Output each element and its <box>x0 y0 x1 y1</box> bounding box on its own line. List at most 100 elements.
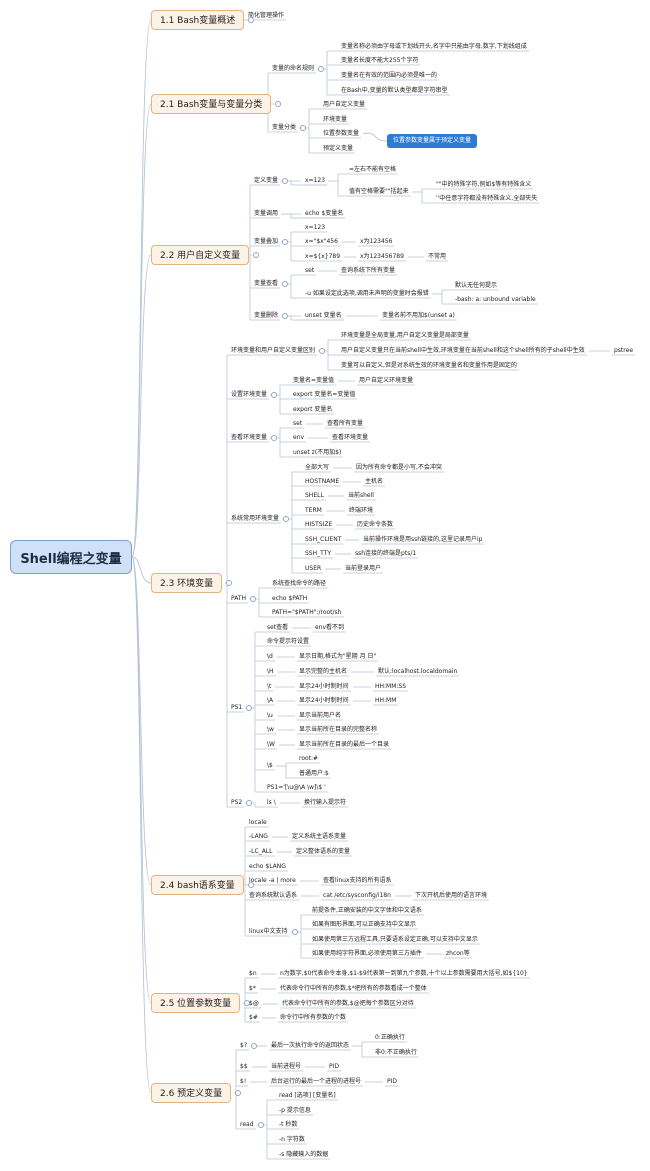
node-s3d2b[interactable]: -bash: a: unbound variable <box>455 296 536 303</box>
node-s4f[interactable]: PS1 <box>231 704 243 711</box>
node-s4f10[interactable]: PS1='[\u@\A \w]\$ ' <box>267 784 326 791</box>
node-s4d3a[interactable]: 终端环境 <box>349 507 374 514</box>
collapse-toggle-s4g[interactable] <box>246 800 252 806</box>
node-s4c[interactable]: 查看环境变量 <box>231 434 268 441</box>
node-s4d1[interactable]: HOSTNAME <box>305 478 340 485</box>
node-s7c[interactable]: $! <box>240 1078 247 1085</box>
collapse-toggle-s5g[interactable] <box>292 929 298 935</box>
node-s1a[interactable]: 简化管理操作 <box>248 12 285 19</box>
node-s4e[interactable]: PATH <box>231 595 247 602</box>
node-s7d[interactable]: read <box>240 1121 254 1128</box>
node-s4e2[interactable]: echo $PATH <box>272 595 308 602</box>
collapse-toggle-s3[interactable] <box>253 252 259 258</box>
node-s6aa[interactable]: n为数字,$0代表命令本身,$1-$9代表第一到第九个参数,十个以上参数需要用大… <box>280 970 528 977</box>
collapse-toggle-s4e[interactable] <box>250 596 256 602</box>
node-s4g1a[interactable]: 换行输入提示符 <box>304 799 347 806</box>
node-s5f[interactable]: 查询系统默认语系 <box>249 892 298 899</box>
node-s2b2[interactable]: 环境变量 <box>323 116 348 123</box>
collapse-toggle-s3d[interactable] <box>282 281 288 287</box>
node-s4f3b[interactable]: 默认:localhost.localdomain <box>378 668 458 675</box>
node-s4f0a[interactable]: env看不到 <box>315 624 345 631</box>
node-s4d6a[interactable]: ssh连接的终端是pts/1 <box>355 550 417 557</box>
node-s3a11[interactable]: =左右不能有空格 <box>349 166 397 173</box>
node-s3a12[interactable]: 值有空格需要""括起来 <box>349 188 409 195</box>
node-s6ca[interactable]: 代表命令行中所有的参数,$@把每个参数区分对待 <box>282 1000 414 1007</box>
node-s4e3[interactable]: PATH="$PATH":/root/sh <box>272 609 342 616</box>
node-s3d1a[interactable]: 查询系统下所有变量 <box>341 267 396 274</box>
node-s4a[interactable]: 环境变量和用户自定义变量区别 <box>231 347 316 354</box>
node-s6b[interactable]: $* <box>249 985 256 992</box>
node-s4f5a[interactable]: 显示24小时制时间 <box>299 697 349 704</box>
node-s4f7a[interactable]: 显示当前所在目录的完整名称 <box>299 726 378 733</box>
node-s3e1a[interactable]: 变量名前不用加$(unset a) <box>382 312 455 319</box>
node-s3e1[interactable]: unset 变量名 <box>305 312 342 319</box>
node-s2a2[interactable]: 变量名长度不能大255个字符 <box>341 57 419 64</box>
node-s2b3[interactable]: 位置参数变量 <box>323 130 360 137</box>
node-s3d2[interactable]: -u 如果设定此选项,调用未声明的变量时会报错 <box>305 290 429 297</box>
node-s6da[interactable]: 命令行中所有参数的个数 <box>280 1014 347 1021</box>
collapse-toggle-s3a[interactable] <box>282 178 288 184</box>
node-s3a[interactable]: 定义变量 <box>254 177 279 184</box>
node-s2a1[interactable]: 变量名称必须由字母或下划线开头,名字中只能由字母,数字,下划线组成 <box>341 43 527 50</box>
node-s4d2a[interactable]: 当前shell <box>348 492 374 499</box>
node-s3c3b[interactable]: 不常用 <box>428 253 447 260</box>
node-s3a1[interactable]: x=123 <box>305 177 326 184</box>
node-s4e1[interactable]: 系统查找命令的路径 <box>272 580 327 587</box>
node-s5ea[interactable]: 查看linux支持的所有语系 <box>323 877 392 884</box>
node-s4b1[interactable]: 变量名=变量值 <box>293 377 335 384</box>
node-s7ca[interactable]: 后台运行的最后一个进程的进程号 <box>271 1078 362 1085</box>
node-s4b1a[interactable]: 用户自定义环境变量 <box>359 377 414 384</box>
node-s4f0[interactable]: set查看 <box>267 624 289 631</box>
node-s7aa[interactable]: 最后一次执行命令的返回状态 <box>271 1042 350 1049</box>
node-s7d3[interactable]: -t 秒数 <box>279 1121 298 1128</box>
node-s4g[interactable]: PS2 <box>231 799 243 806</box>
collapse-toggle-s3e[interactable] <box>282 313 288 319</box>
section-s3[interactable]: 2.2 用户自定义变量 <box>151 245 250 265</box>
node-s5g3[interactable]: 如果使用第三方远程工具,只要语系设定正确,可以支持中文显示 <box>312 936 478 943</box>
collapse-toggle-s6[interactable] <box>244 1000 250 1006</box>
node-s4d5a[interactable]: 当前操作环境是用ssh链接的,这里记录用户ip <box>363 536 483 543</box>
node-s5g2[interactable]: 如果有图形界面,可以正确支持中文显示 <box>312 921 416 928</box>
node-s4f4a[interactable]: 显示24小时制时间 <box>299 683 349 690</box>
node-s7d1[interactable]: read [选项] [变量名] <box>279 1092 336 1099</box>
node-s7cb[interactable]: PID <box>387 1078 398 1085</box>
collapse-toggle-s4c[interactable] <box>271 435 277 441</box>
collapse-toggle-s4b[interactable] <box>271 392 277 398</box>
node-s4a2[interactable]: 用户自定义变量只在当前shell中生效,环境变量在当前shell和这个shell… <box>341 347 585 354</box>
node-s3a121[interactable]: ""中的特殊字符,例如$等有特殊含义 <box>436 181 532 188</box>
node-s6a[interactable]: $n <box>249 970 257 977</box>
node-s4d4[interactable]: HISTSIZE <box>305 521 333 528</box>
node-s3d1[interactable]: set <box>305 267 315 274</box>
node-s4f3a[interactable]: 显示完整的主机名 <box>299 668 348 675</box>
collapse-toggle-s4d[interactable] <box>283 516 289 522</box>
collapse-toggle-s3c[interactable] <box>282 239 288 245</box>
node-s4d5[interactable]: SSH_CLIENT <box>305 536 342 543</box>
section-s5[interactable]: 2.4 bash语系变量 <box>151 875 244 895</box>
node-s4f8a[interactable]: 显示当前所在目录的最后一个目录 <box>299 741 390 748</box>
node-s3a122[interactable]: ''中任意字符都没有特殊含义,全部失失 <box>436 195 538 202</box>
node-s3b1[interactable]: echo $变量名 <box>305 210 344 217</box>
node-s5g1[interactable]: 前提条件,正确安装的中文字体和中文语系 <box>312 907 422 914</box>
node-s5ba[interactable]: 定义系统主语系变量 <box>292 833 347 840</box>
node-s5c[interactable]: -LC_ALL <box>249 848 273 855</box>
node-s4c2a[interactable]: 查看环境变量 <box>332 434 369 441</box>
node-s4d7[interactable]: USER <box>305 565 322 572</box>
node-s3c[interactable]: 变量叠加 <box>254 238 279 245</box>
node-s4d6[interactable]: SSH_TTY <box>305 550 332 557</box>
node-s5ca[interactable]: 定义整体语系的变量 <box>296 848 351 855</box>
node-s4f4b[interactable]: HH:MM:SS <box>375 683 407 690</box>
node-s7a[interactable]: $? <box>240 1042 248 1049</box>
node-s4f2[interactable]: \d <box>267 653 273 660</box>
node-s4d[interactable]: 系统常用环境变量 <box>231 515 280 522</box>
node-s2a3[interactable]: 变量名在有效的范围内必须是唯一的 <box>341 72 438 79</box>
node-s7bb[interactable]: PID <box>329 1063 340 1070</box>
node-s3c3[interactable]: x=${x}789 <box>305 253 341 260</box>
node-s4d1a[interactable]: 主机名 <box>365 478 384 485</box>
node-s6ba[interactable]: 代表命令行中所有的参数,$*把所有的参数看成一个整体 <box>280 985 427 992</box>
node-s7ba[interactable]: 当前进程号 <box>271 1063 302 1070</box>
node-s4d4a[interactable]: 历史命令条数 <box>357 521 394 528</box>
collapse-toggle-s2b[interactable] <box>300 125 306 131</box>
node-s2a4[interactable]: 在Bash中,变量的默认类型都是字符串型 <box>341 87 448 94</box>
node-s4a3[interactable]: 变量可以自定义,但是对系统生效的环境变量名和变量作用是固定的 <box>341 362 517 369</box>
node-s7b[interactable]: $$ <box>240 1063 248 1070</box>
